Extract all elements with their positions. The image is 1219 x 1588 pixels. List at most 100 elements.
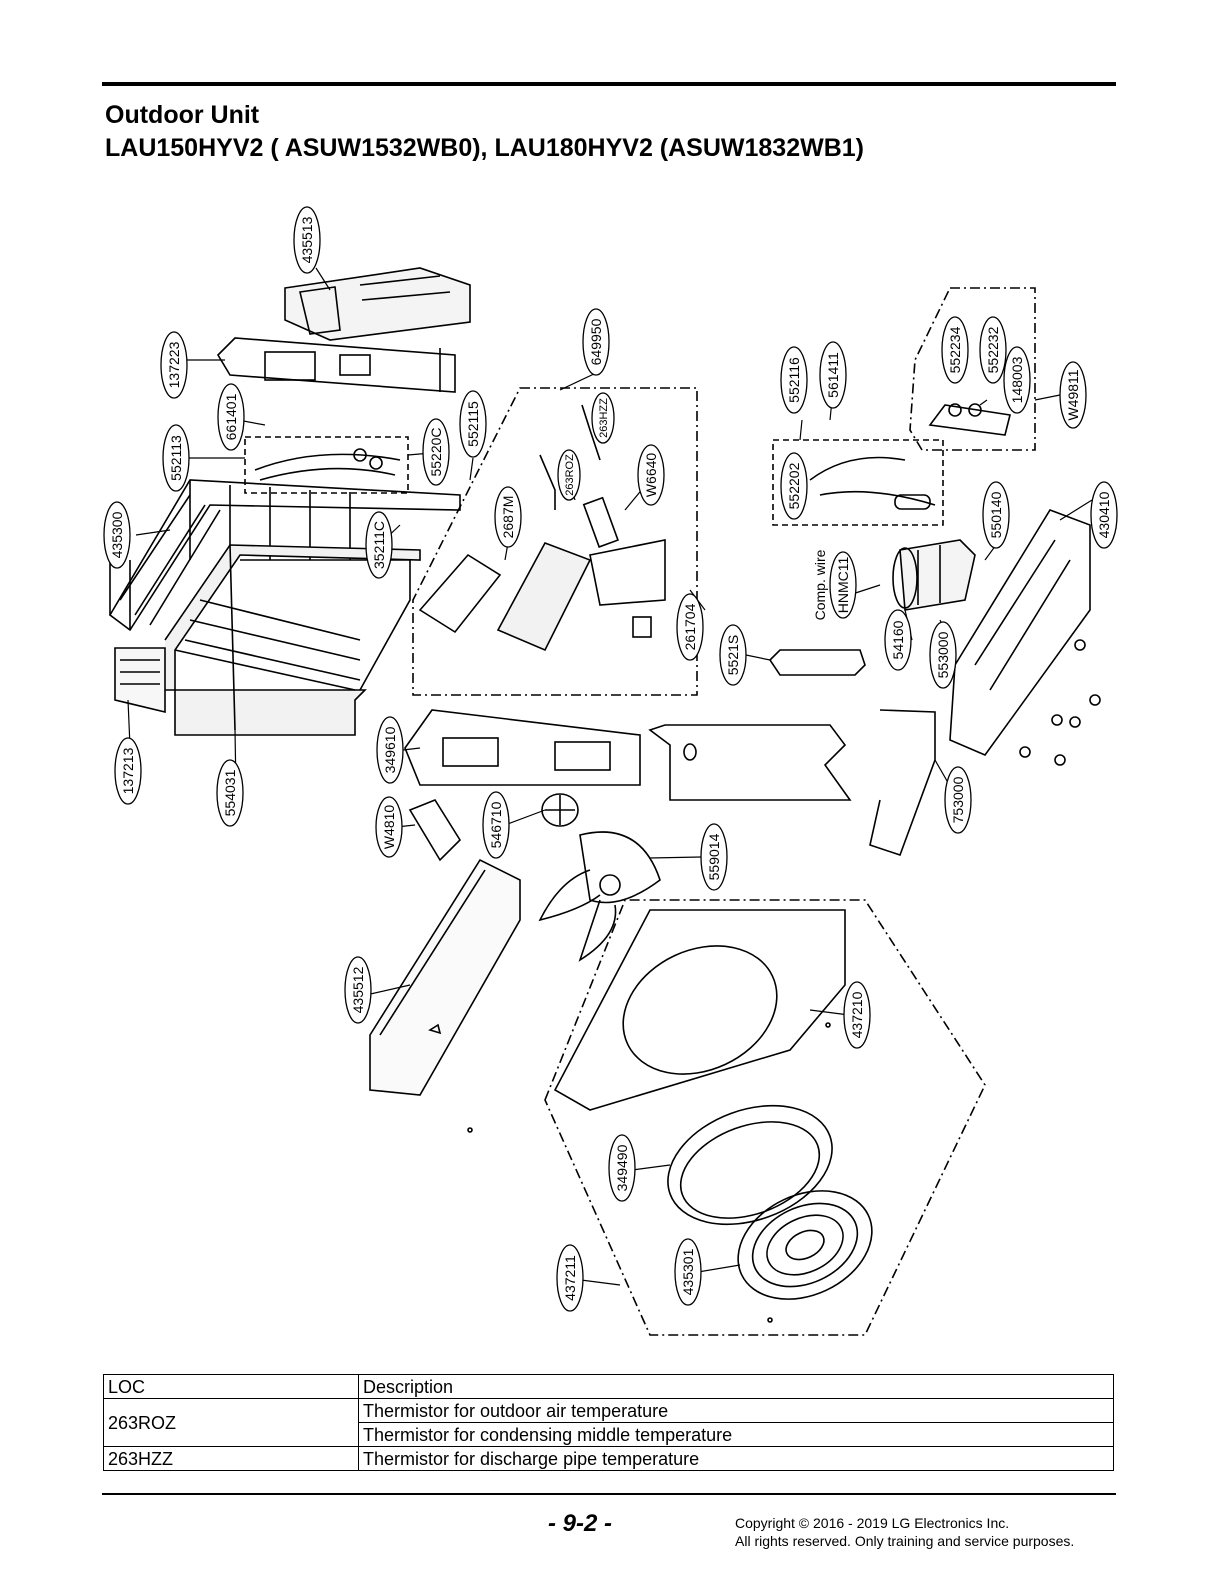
header-loc: LOC xyxy=(103,1374,359,1399)
top-panel-part xyxy=(216,337,456,393)
svg-text:552232: 552232 xyxy=(985,326,1001,373)
label-2687M: 2687M xyxy=(494,486,522,548)
svg-text:649950: 649950 xyxy=(588,318,604,365)
service-valve-part xyxy=(928,403,1011,436)
header-description: Description xyxy=(358,1374,1114,1399)
svg-text:W6640: W6640 xyxy=(643,453,659,498)
pcb-assembly-part xyxy=(418,539,666,652)
label-W49811: W49811 xyxy=(1059,361,1087,429)
label-435300: 435300 xyxy=(103,501,131,569)
page-title: Outdoor Unit xyxy=(105,101,260,129)
label-349490: 349490 xyxy=(608,1134,636,1202)
sensor-roz xyxy=(539,454,556,510)
row-description: Thermistor for condensing middle tempera… xyxy=(358,1422,1114,1447)
svg-text:Comp. wire: Comp. wire xyxy=(812,549,828,620)
fan-motor-part xyxy=(541,793,579,827)
svg-text:552202: 552202 xyxy=(786,462,802,509)
svg-text:263ROZ: 263ROZ xyxy=(564,454,576,496)
label-437211: 437211 xyxy=(556,1244,584,1312)
bottom-rule xyxy=(102,1493,1116,1495)
label-552202: 552202 xyxy=(780,452,808,520)
label-437210: 437210 xyxy=(843,981,871,1049)
label-54160: 54160 xyxy=(884,609,912,671)
svg-text:W4810: W4810 xyxy=(381,805,397,850)
label-5521S: 5521S xyxy=(719,624,747,686)
front-panel-part xyxy=(553,909,846,1111)
svg-text:137223: 137223 xyxy=(166,341,182,388)
label-W6640: W6640 xyxy=(637,444,665,506)
table-header-row: LOC Description xyxy=(103,1374,1114,1399)
label-559014: 559014 xyxy=(700,823,728,891)
svg-text:553000: 553000 xyxy=(935,631,951,678)
label-435512: 435512 xyxy=(344,956,372,1024)
label-137213: 137213 xyxy=(114,737,142,805)
side-grille-part xyxy=(114,647,166,714)
label-552116: 552116 xyxy=(780,346,808,414)
label-W4810: W4810 xyxy=(375,796,403,858)
loc-table: LOC Description 263ROZ Thermistor for ou… xyxy=(103,1374,1114,1471)
svg-text:552113: 552113 xyxy=(168,435,184,481)
base-panel-part xyxy=(404,709,641,786)
terminal-block xyxy=(582,496,619,548)
label-554031: 554031 xyxy=(216,759,244,827)
svg-text:261704: 261704 xyxy=(682,603,698,650)
svg-text:435512: 435512 xyxy=(350,966,366,1013)
svg-text:437210: 437210 xyxy=(849,991,865,1038)
svg-text:552234: 552234 xyxy=(947,326,963,373)
exploded-view-diagram: 435513 137223 649950 661401 552113 55220… xyxy=(103,206,1118,1336)
svg-text:559014: 559014 xyxy=(706,833,722,880)
accumulator-part xyxy=(768,649,866,676)
svg-text:5521S: 5521S xyxy=(725,635,741,675)
page-number: - 9-2 - xyxy=(548,1510,613,1537)
reversing-valve-box xyxy=(772,439,944,526)
svg-text:435300: 435300 xyxy=(109,511,125,558)
svg-text:349610: 349610 xyxy=(382,726,398,773)
valve-group-part xyxy=(254,448,401,481)
compressor-part xyxy=(892,539,976,611)
fan-guard-part xyxy=(737,1190,873,1300)
svg-text:54160: 54160 xyxy=(890,620,906,659)
label-649950: 649950 xyxy=(582,308,610,376)
row-loc: 263ROZ xyxy=(103,1398,359,1447)
row-loc: 263HZZ xyxy=(103,1446,359,1471)
label-561411: 561411 xyxy=(819,341,847,409)
side-panel-part xyxy=(369,858,521,1096)
model-subtitle: LAU150HYV2 ( ASUW1532WB0), LAU180HYV2 (A… xyxy=(105,134,864,162)
rear-grille-part xyxy=(108,479,461,632)
control-box-outline xyxy=(412,387,698,696)
table-row: 263ROZ Thermistor for outdoor air temper… xyxy=(103,1398,1114,1447)
label-137223: 137223 xyxy=(160,331,188,399)
label-435301: 435301 xyxy=(674,1238,702,1306)
condenser-coil-part xyxy=(164,544,421,736)
label-263ROZ: 263ROZ xyxy=(557,449,581,501)
copyright-line2: All rights reserved. Only training and s… xyxy=(735,1533,1075,1549)
fasteners xyxy=(467,639,1101,1323)
table-row: 263HZZ Thermistor for discharge pipe tem… xyxy=(103,1446,1114,1471)
row-description: Thermistor for outdoor air temperature xyxy=(358,1398,1114,1423)
label-148003: 148003 xyxy=(1003,346,1031,414)
top-cover-part xyxy=(284,267,471,341)
svg-text:HNMC11: HNMC11 xyxy=(835,557,851,614)
svg-text:435513: 435513 xyxy=(299,216,315,263)
svg-text:554031: 554031 xyxy=(222,769,238,816)
svg-text:437211: 437211 xyxy=(562,1255,578,1301)
svg-text:W49811: W49811 xyxy=(1065,369,1081,420)
svg-text:35211C: 35211C xyxy=(371,521,387,569)
front-assembly-outline xyxy=(544,899,986,1336)
svg-text:552116: 552116 xyxy=(786,357,802,403)
table-row: Thermistor for condensing middle tempera… xyxy=(104,1422,1114,1447)
label-35211C: 35211C xyxy=(365,511,393,579)
label-263HZZ: 263HZZ xyxy=(591,392,615,444)
label-546710: 546710 xyxy=(482,791,510,859)
svg-text:661401: 661401 xyxy=(223,393,239,440)
svg-text:561411: 561411 xyxy=(825,352,841,398)
svg-text:550140: 550140 xyxy=(988,491,1004,538)
base-pan-part xyxy=(648,724,852,801)
label-261704: 261704 xyxy=(676,593,704,661)
label-553000: 553000 xyxy=(929,621,957,689)
valve-group-box xyxy=(244,436,409,494)
svg-text:430410: 430410 xyxy=(1096,491,1112,538)
row-description: Thermistor for discharge pipe temperatur… xyxy=(358,1446,1114,1471)
top-rule xyxy=(102,82,1116,86)
copyright-line1: Copyright © 2016 - 2019 LG Electronics I… xyxy=(735,1515,1010,1531)
